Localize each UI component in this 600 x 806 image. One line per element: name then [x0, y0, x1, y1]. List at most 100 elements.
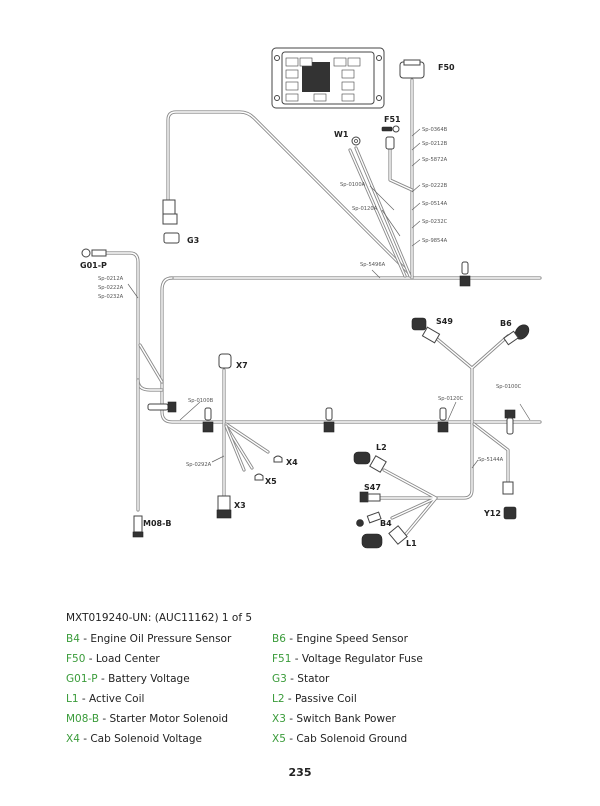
- terminal-g01p: [81, 248, 107, 258]
- splice-label: Sp-0120A: [352, 206, 378, 212]
- terminal-w1: [351, 136, 361, 146]
- splice-label: Sp-0100B: [188, 398, 214, 404]
- splice-label: Sp-5872A: [422, 157, 448, 163]
- legend-code[interactable]: G01-P: [66, 673, 98, 685]
- legend-code[interactable]: G3: [272, 673, 287, 685]
- splice-label: Sp-5144A: [478, 457, 504, 463]
- fuse-f51: [381, 125, 400, 150]
- label-s49: S49: [436, 317, 453, 326]
- splice-label: Sp-0212B: [422, 141, 448, 147]
- splice-label: Sp-0100A: [340, 182, 366, 188]
- legend-desc: - Passive Coil: [284, 693, 357, 705]
- legend-code[interactable]: M08-B: [66, 713, 100, 725]
- splice-label: Sp-9854A: [422, 238, 448, 244]
- label-w1: W1: [334, 130, 349, 139]
- legend-code[interactable]: X3: [272, 713, 286, 725]
- legend-desc: - Switch Bank Power: [285, 713, 396, 725]
- legend-item: M08-B - Starter Motor Solenoid: [66, 712, 272, 726]
- label-b6: B6: [500, 319, 512, 328]
- legend-item: B6 - Engine Speed Sensor: [272, 632, 532, 646]
- coil-l2: [353, 451, 387, 473]
- legend-item: X3 - Switch Bank Power: [272, 712, 532, 726]
- label-y12: Y12: [483, 509, 501, 518]
- connector-m08b: [132, 515, 144, 538]
- splice-leaders: [127, 128, 531, 469]
- component-legend: B4 - Engine Oil Pressure Sensor B6 - Eng…: [66, 632, 546, 746]
- connector-f50: [399, 59, 425, 79]
- connector-x3: [216, 495, 232, 519]
- splice-label: Sp-0120C: [438, 396, 464, 402]
- wire-y12: [472, 422, 510, 484]
- legend-code[interactable]: L1: [66, 693, 79, 705]
- legend-code[interactable]: X4: [66, 733, 80, 745]
- label-x3: X3: [234, 501, 246, 510]
- connector-s47: [359, 491, 381, 503]
- label-x7: X7: [236, 361, 248, 370]
- splice-labels: Sp-0364B Sp-0212B Sp-5872A Sp-0222B Sp-0…: [98, 127, 522, 468]
- legend-desc: - Voltage Regulator Fuse: [291, 653, 423, 665]
- wire-f51: [388, 148, 414, 192]
- label-x4: X4: [286, 458, 298, 467]
- legend-item: L2 - Passive Coil: [272, 692, 532, 706]
- legend-desc: - Cab Solenoid Ground: [285, 733, 408, 745]
- legend-item: F51 - Voltage Regulator Fuse: [272, 652, 532, 666]
- page-number: 235: [288, 766, 312, 779]
- legend-item: B4 - Engine Oil Pressure Sensor: [66, 632, 272, 646]
- clip: [323, 407, 335, 433]
- legend-item: F50 - Load Center: [66, 652, 272, 666]
- legend-code[interactable]: F51: [272, 653, 292, 665]
- legend-desc: - Stator: [286, 673, 330, 685]
- label-x5: X5: [265, 477, 277, 486]
- splice-label: Sp-0222A: [98, 285, 124, 291]
- connector-x4: [273, 455, 283, 463]
- splice-label: Sp-0222B: [422, 183, 448, 189]
- legend-item: G3 - Stator: [272, 672, 532, 686]
- harness-clips: [147, 261, 516, 435]
- label-f51: F51: [384, 115, 401, 124]
- label-b4: B4: [380, 519, 392, 528]
- splice-label: Sp-0364B: [422, 127, 448, 133]
- connector-g3: [162, 199, 180, 244]
- label-l2: L2: [376, 443, 387, 452]
- splice-label: Sp-5496A: [360, 262, 386, 268]
- legend-item: X4 - Cab Solenoid Voltage: [66, 732, 272, 746]
- legend-code[interactable]: B4: [66, 633, 80, 645]
- legend-desc: - Load Center: [85, 653, 160, 665]
- clip: [459, 261, 471, 287]
- harness-wires: [102, 78, 542, 536]
- legend-desc: - Cab Solenoid Voltage: [79, 733, 202, 745]
- legend-desc: - Battery Voltage: [97, 673, 190, 685]
- label-g01p: G01-P: [80, 261, 107, 270]
- legend-desc: - Active Coil: [78, 693, 145, 705]
- coil-l1: [361, 525, 408, 549]
- wire-left-loop: [160, 276, 542, 424]
- splice-label: Sp-0232A: [98, 294, 124, 300]
- clip: [202, 407, 214, 433]
- splice-label: Sp-0212A: [98, 276, 124, 282]
- legend-code[interactable]: F50: [66, 653, 86, 665]
- label-g3: G3: [187, 236, 199, 245]
- splice-label: Sp-0292A: [186, 462, 212, 468]
- splice-label: Sp-0232C: [422, 219, 448, 225]
- connector-x5: [254, 473, 264, 481]
- label-m08b: M08-B: [143, 519, 172, 528]
- connector-x7: [218, 353, 232, 369]
- clip: [147, 401, 177, 413]
- connector-y12: [502, 481, 517, 520]
- splice-label: Sp-0514A: [422, 201, 448, 207]
- legend-code[interactable]: B6: [272, 633, 286, 645]
- label-f50: F50: [438, 63, 455, 72]
- load-center-f50-box: [271, 47, 385, 109]
- sensor-b4: [356, 511, 382, 527]
- label-l1: L1: [406, 539, 417, 548]
- legend-desc: - Engine Speed Sensor: [285, 633, 408, 645]
- sensor-b6: [503, 324, 530, 346]
- legend-desc: - Starter Motor Solenoid: [99, 713, 229, 725]
- clip: [504, 409, 516, 435]
- legend-item: G01-P - Battery Voltage: [66, 672, 272, 686]
- legend-desc: - Engine Oil Pressure Sensor: [79, 633, 232, 645]
- legend-code[interactable]: X5: [272, 733, 286, 745]
- legend-item: L1 - Active Coil: [66, 692, 272, 706]
- figure-caption: MXT019240-UN: (AUC11162) 1 of 5: [66, 612, 253, 624]
- legend-code[interactable]: L2: [272, 693, 285, 705]
